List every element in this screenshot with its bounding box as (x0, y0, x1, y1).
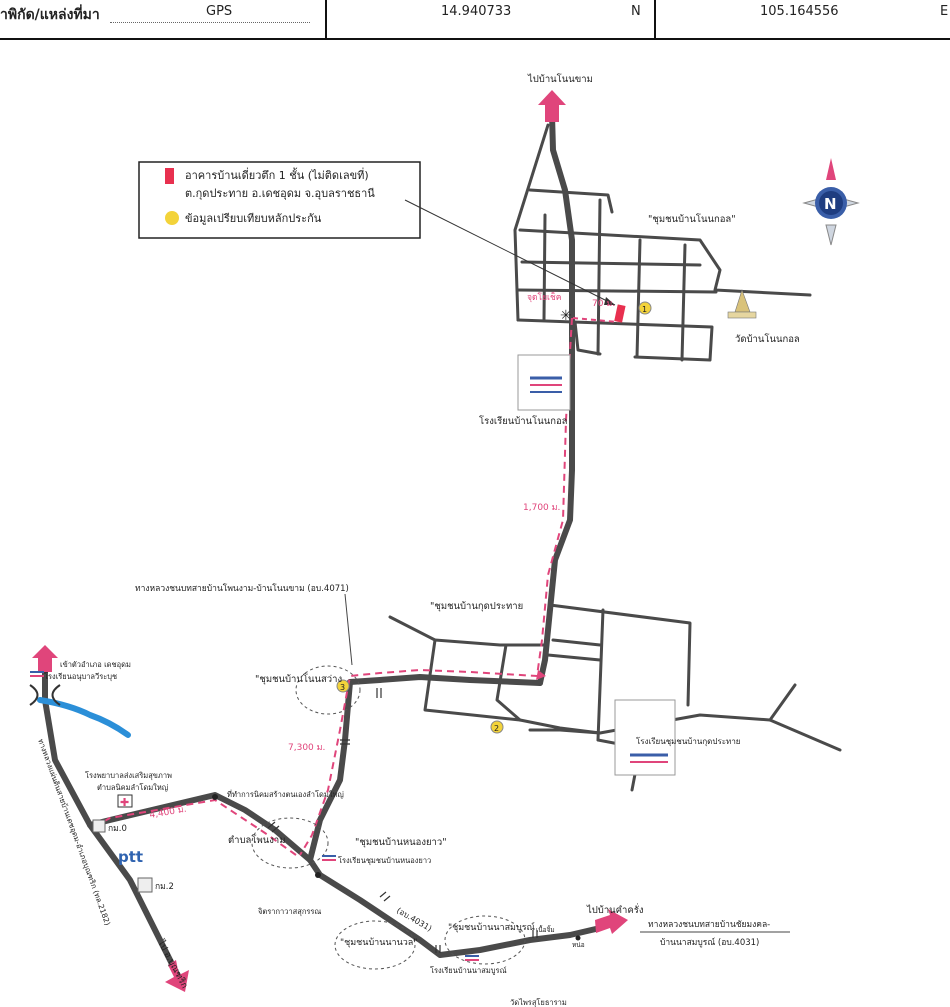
community-circle-non-sawang (295, 665, 361, 715)
label-hospital-line2: ตำบลนิคมลำโดมใหญ่ (97, 783, 168, 792)
non-kol-grid (513, 123, 812, 362)
label-wat-non-kol: วัดบ้านโนนกอล (735, 333, 800, 345)
label-community-non-kol: "ชุมชนบ้านโนนกอล" (648, 213, 736, 225)
gps-source-value: GPS (206, 4, 233, 19)
bridge-icons (267, 688, 538, 953)
office-dot (212, 794, 218, 800)
arrow-up-non-kham (538, 90, 566, 122)
source-cell: าพิกัด/แหล่งที่มา GPS (0, 0, 327, 38)
marker-1-label: 1 (642, 305, 647, 314)
latitude-cell: 14.940733 N (325, 0, 656, 38)
label-small-b: หน่อ (572, 941, 585, 949)
label-dist-7300: 7,300 ม. (288, 743, 325, 753)
legend-address-text: ต.กุดประทาย อ.เดชอุดม จ.อุบลราชธานี (185, 187, 375, 200)
comparable-legend-icon (165, 211, 179, 225)
longitude-cell: 105.164556 E (654, 0, 948, 38)
compass-icon: N (802, 158, 860, 246)
label-school-nong-yao: โรงเรียนชุมชนบ้านหนองยาว (338, 856, 431, 865)
hospital-icon: ✚ (117, 794, 133, 809)
label-community-na-somboon: "ชุมชนบ้านนาสมบูรณ์ (448, 921, 535, 933)
ptt-logo: ptt (118, 848, 143, 866)
legend-pointer-line (404, 199, 616, 306)
kut-prathai-grid (388, 603, 842, 792)
label-bottom-cut: วัดไพรสุโยธาราม (510, 998, 567, 1007)
arrow-right-kham-khrang (595, 909, 628, 934)
label-hospital-line1: โรงพยาบาลส่งเสริมสุขภาพ (85, 771, 172, 780)
label-dist-1700: 1,700 ม. (523, 503, 560, 513)
legend-comparables-text: ข้อมูลเปรียบเทียบหลักประกัน (185, 212, 322, 225)
location-source-label: าพิกัด/แหล่งที่มา (0, 7, 100, 23)
legend-pointer-arrow (604, 297, 615, 305)
label-km0: กม.0 (108, 824, 127, 834)
marker-2-label: 2 (494, 724, 499, 733)
community-circle-nong-yao (251, 817, 329, 869)
km2-post-icon (137, 877, 153, 893)
label-tambon-phon-ngam: ตำบลโพนงาม (228, 834, 285, 846)
school-icon-non-kol (517, 354, 571, 411)
na-somboon-dot (575, 935, 581, 941)
rural-road-4071-pointer (344, 593, 353, 666)
label-wat-sukkarin: จิตรากาวาสสุกรรณ (257, 907, 321, 916)
route-70m (572, 317, 619, 323)
road-4071 (347, 674, 543, 686)
subject-building-icon (614, 304, 626, 323)
school-icon-kut-prathai (614, 699, 676, 776)
direction-arrows (32, 90, 628, 992)
label-office: ที่ทำการนิคมสร้างตนเองลำโดมใหญ่ (227, 789, 344, 799)
marker-3-label: 3 (340, 683, 345, 692)
longitude-direction: E (940, 4, 949, 19)
label-rural-road-4031-line1: ทางหลวงชนบทสายบ้านชัยมงคล- (648, 919, 770, 930)
label-community-kut-prathai: "ชุมชนบ้านกุดประทาย (430, 601, 523, 612)
community-circle-na-somboon (444, 915, 526, 965)
label-km2: กม.2 (155, 882, 174, 892)
label-community-non-sawang: "ชุมชนบ้านโนนสว่าง (255, 673, 342, 685)
comparable-markers: 1 2 3 (336, 301, 652, 734)
intersection-icon (29, 684, 61, 706)
label-school-na-somboon: โรงเรียนบ้านนาสมบูรณ์ (430, 966, 507, 975)
longitude-value: 105.164556 (760, 4, 839, 19)
label-community-na-nuan: "ชุมชนบ้านนานวล" (340, 937, 417, 948)
temple-icon (727, 289, 757, 319)
arrow-down-buntharik (165, 960, 189, 992)
compass-north-letter: N (824, 195, 837, 213)
label-small-a: เนื้อจิ้ม (536, 925, 555, 934)
label-rural-road-4071: ทางหลวงชนบทสายบ้านโพนงาม-บ้านโนนขาม (อบ.… (135, 583, 349, 594)
road-network (42, 112, 842, 983)
km0-post-icon (92, 819, 106, 833)
latitude-direction: N (631, 4, 641, 19)
legend-building-text: อาคารบ้านเดี่ยวตึก 1 ชั้น (ไม่ติดเลขที่) (185, 167, 369, 182)
label-school-non-kol: โรงเรียนบ้านโนนกอล (479, 415, 568, 427)
river (37, 697, 131, 738)
route-arrow-head (536, 670, 546, 680)
wat-dot (315, 872, 321, 878)
latitude-value: 14.940733 (441, 4, 512, 19)
school-flag-icon-anubal (30, 671, 44, 677)
legend-box: อาคารบ้านเดี่ยวตึก 1 ชั้น (ไม่ติดเลขที่)… (138, 161, 421, 239)
label-dist-70: 70 ม. (592, 299, 615, 309)
label-check-point: จุดโยเช็ค (527, 291, 561, 303)
gps-coordinate-table: าพิกัด/แหล่งที่มา GPS 14.940733 N 105.16… (0, 0, 950, 40)
building-legend-icon (165, 168, 174, 184)
label-rural-road-4031-line2: บ้านนาสมบูรณ์ (อบ.4031) (660, 937, 759, 948)
road-to-phon-ngam (307, 679, 603, 958)
label-school-anubal: โรงเรียนอนุบาลวีระบุช (44, 672, 117, 681)
label-community-nong-yao: "ชุมชนบ้านหนองยาว" (355, 837, 447, 848)
dotted-rule (110, 22, 310, 23)
community-circle-na-nuan (334, 920, 416, 970)
school-flag-icon-nong-yao (322, 855, 336, 861)
svg-text:✚: ✚ (120, 796, 129, 809)
arrow-up-det-udom (32, 645, 58, 672)
label-to-det-udom: เข้าตัวอำเภอ เดชอุดม (60, 660, 131, 669)
label-school-kut-prathai: โรงเรียนชุมชนบ้านกุดประทาย (636, 736, 741, 746)
route-star-icon: ✳ (560, 308, 572, 324)
main-north-road (537, 112, 575, 686)
school-flag-icon-na-somboon (465, 955, 479, 961)
label-to-kham-khrang: ไปบ้านคำครั่ง (586, 903, 643, 916)
label-to-non-kham: ไปบ้านโนนขาม (527, 73, 593, 85)
